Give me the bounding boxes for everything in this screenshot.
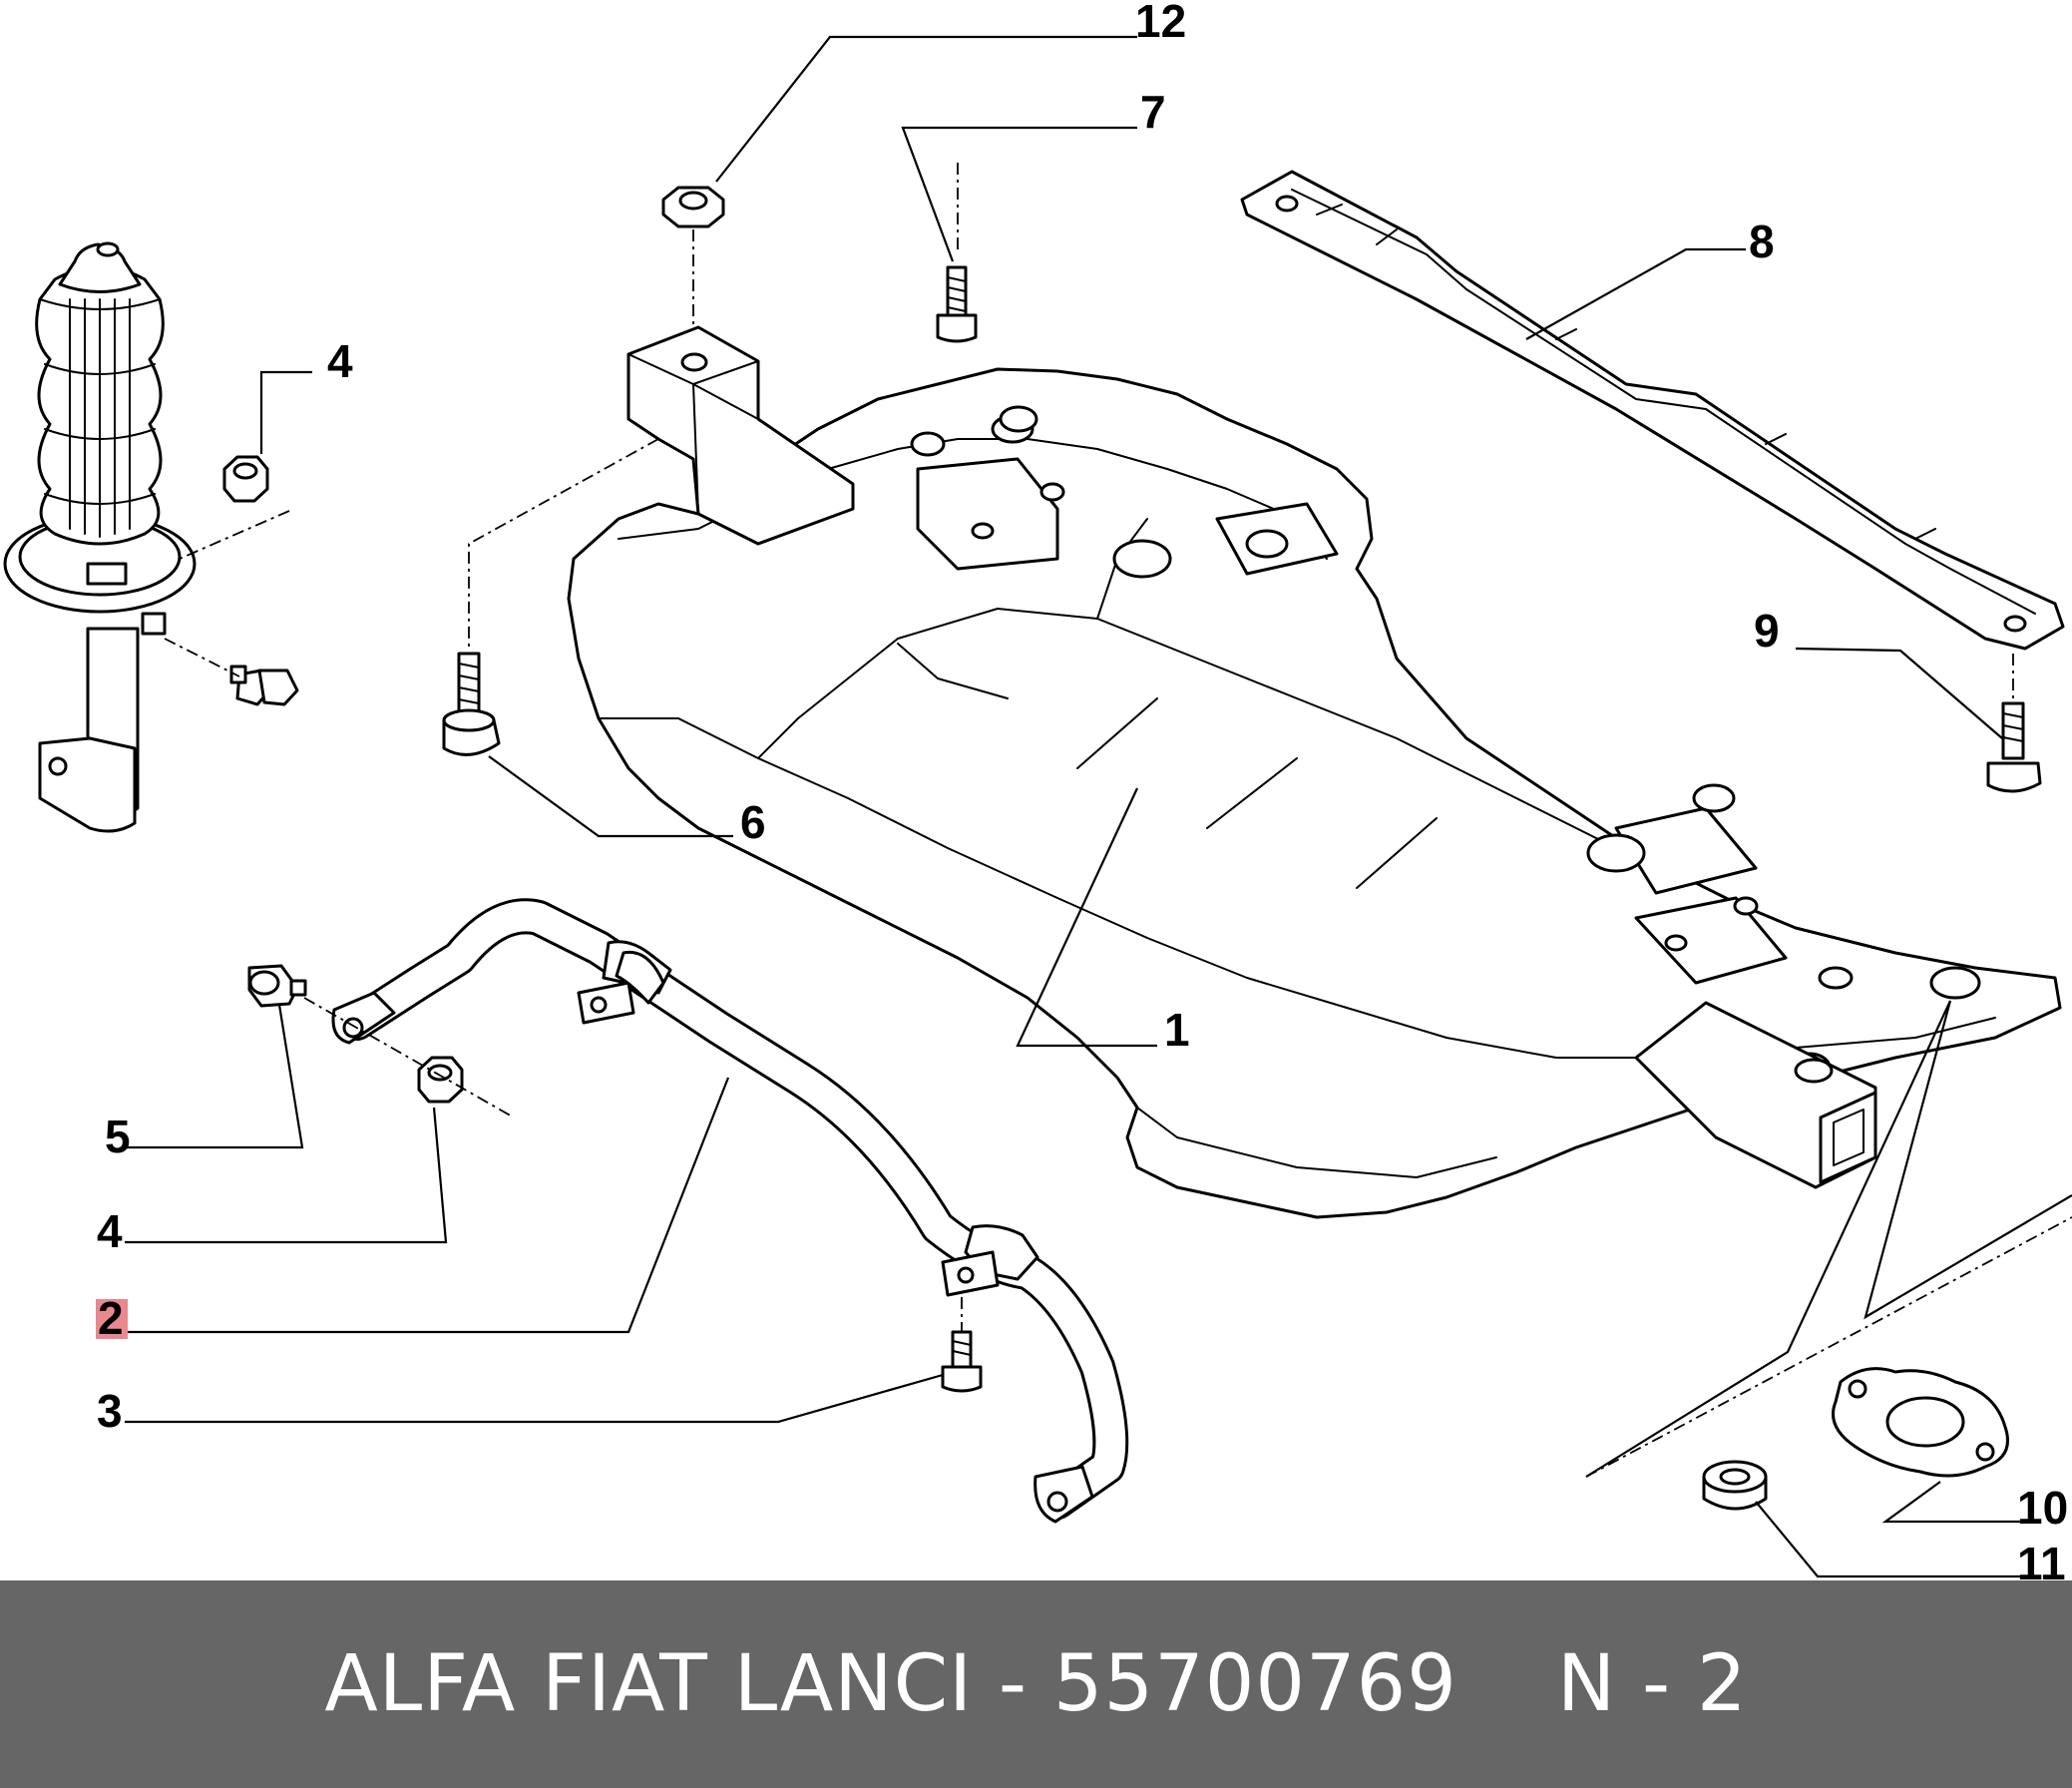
callout-11: 11	[2017, 1538, 2066, 1580]
strut-assembly	[3, 241, 197, 833]
assembly-centerlines	[164, 160, 2072, 1478]
callout-10: 10	[2017, 1482, 2068, 1534]
reinforcement-bar	[1240, 170, 2065, 651]
bolt-7	[936, 265, 978, 343]
part-number-footer: ALFA FIAT LANCI - 55700769 N - 2	[0, 1580, 2072, 1788]
stabilizer-link	[229, 665, 307, 1008]
position-label: N - 2	[1556, 1639, 1748, 1729]
leader-lines	[125, 35, 2072, 1578]
stabilizer-bar	[331, 898, 1129, 1524]
gasket-plate-10	[1832, 1367, 2009, 1478]
callout-2: 2	[98, 1292, 124, 1344]
callout-7: 7	[1140, 86, 1166, 138]
callout-12: 12	[1135, 0, 1186, 47]
bolt-6	[442, 652, 501, 756]
flange-nut-12	[661, 186, 725, 228]
nut-4-top	[222, 455, 269, 503]
part-number-label: ALFA FIAT LANCI - 55700769	[324, 1639, 1457, 1729]
callout-4-top: 4	[327, 335, 353, 387]
bolt-9	[1986, 701, 2042, 793]
callout-2-highlight	[96, 1299, 128, 1339]
exploded-parts-diagram: 12 7 8 4 9 6 1 5 4 2 3 10 11	[3, 0, 2072, 1580]
callout-4-lower: 4	[97, 1205, 123, 1257]
callout-1: 1	[1164, 1004, 1190, 1056]
callout-3: 3	[97, 1385, 123, 1437]
callout-9: 9	[1754, 605, 1780, 657]
callout-numbers: 12 7 8 4 9 6 1 5 4 2 3 10 11	[96, 0, 2068, 1580]
callout-6: 6	[740, 796, 766, 848]
bolt-3	[941, 1330, 983, 1393]
bushing-11	[1702, 1460, 1768, 1511]
callout-5: 5	[105, 1111, 131, 1162]
subframe-crossmember	[567, 325, 2062, 1219]
callout-8: 8	[1749, 216, 1775, 267]
nut-4-lower	[417, 1056, 464, 1104]
